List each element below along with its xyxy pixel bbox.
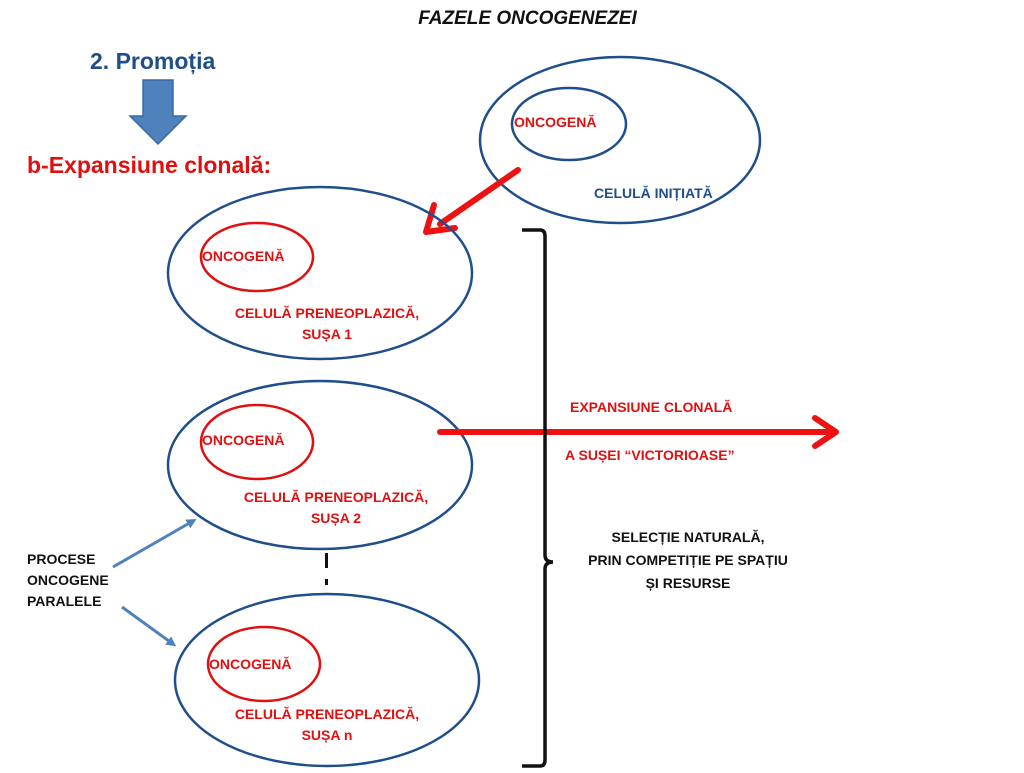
- initiated-cell-oncogene-label: ONCOGENĂ: [514, 114, 597, 130]
- selection-label-line2: PRIN COMPETIȚIE PE SPAȚIU: [588, 552, 788, 568]
- down-arrow-icon: [128, 79, 188, 146]
- clone1-ellipse: [166, 185, 474, 361]
- process-arrow-down: [121, 605, 177, 647]
- initiated-cell-ellipse: [478, 55, 762, 225]
- clonen-label: CELULĂ PRENEOPLAZICĂ, SUȘA n: [207, 704, 447, 746]
- clone2-label: CELULĂ PRENEOPLAZICĂ, SUȘA 2: [216, 487, 456, 529]
- processes-label: PROCESE ONCOGENE PARALELE: [27, 549, 109, 612]
- processes-label-line1: PROCESE: [27, 551, 96, 567]
- page-title: FAZELE ONCOGENEZEI: [418, 8, 637, 29]
- clonen-label-line1: CELULĂ PRENEOPLAZICĂ,: [234, 706, 420, 722]
- clone2-oncogene-ellipse: [199, 403, 315, 481]
- expansion-arrowhead-icon: [812, 415, 839, 449]
- clonen-ellipse: [173, 592, 481, 768]
- initiated-cell-label: CELULĂ INIȚIATĂ: [594, 185, 713, 201]
- clonen-oncogene-ellipse: [206, 625, 322, 703]
- initiated-cell-oncogene-ellipse: [510, 86, 628, 162]
- processes-label-line3: PARALELE: [27, 593, 102, 609]
- clone1-oncogene-ellipse: [199, 221, 315, 293]
- selection-label: SELECȚIE NATURALĂ, PRIN COMPETIȚIE PE SP…: [563, 526, 813, 595]
- clone2-oncogene-label: ONCOGENĂ: [202, 432, 285, 448]
- clone1-label-line1: CELULĂ PRENEOPLAZICĂ,: [234, 305, 420, 321]
- stage-label: 2. Promoția: [90, 48, 216, 74]
- clonen-label-line2: SUȘA n: [301, 727, 353, 743]
- selection-label-line1: SELECȚIE NATURALĂ,: [611, 529, 765, 545]
- subtitle: b-Expansiune clonală:: [27, 152, 272, 178]
- processes-label-line2: ONCOGENE: [27, 572, 109, 588]
- expansion-label-line2: A SUȘEI “VICTORIOASE”: [565, 447, 735, 463]
- expansion-label-line1: EXPANSIUNE CLONALĂ: [570, 399, 733, 415]
- red-arrow-to-clone1: [437, 167, 521, 227]
- clone2-label-line2: SUȘA 2: [310, 510, 362, 526]
- clone2-ellipse: [166, 379, 474, 551]
- clone1-label-line2: SUȘA 1: [301, 326, 353, 342]
- selection-label-line3: ȘI RESURSE: [645, 575, 731, 591]
- clone1-label: CELULĂ PRENEOPLAZICĂ, SUȘA 1: [207, 303, 447, 345]
- ellipsis-dash: [325, 553, 328, 568]
- clonen-oncogene-label: ONCOGENĂ: [209, 656, 292, 672]
- process-arrow-up: [112, 519, 197, 569]
- ellipsis-dot: [325, 579, 328, 585]
- clone1-oncogene-label: ONCOGENĂ: [202, 248, 285, 264]
- right-brace: [522, 228, 554, 768]
- clone2-label-line1: CELULĂ PRENEOPLAZICĂ,: [243, 489, 429, 505]
